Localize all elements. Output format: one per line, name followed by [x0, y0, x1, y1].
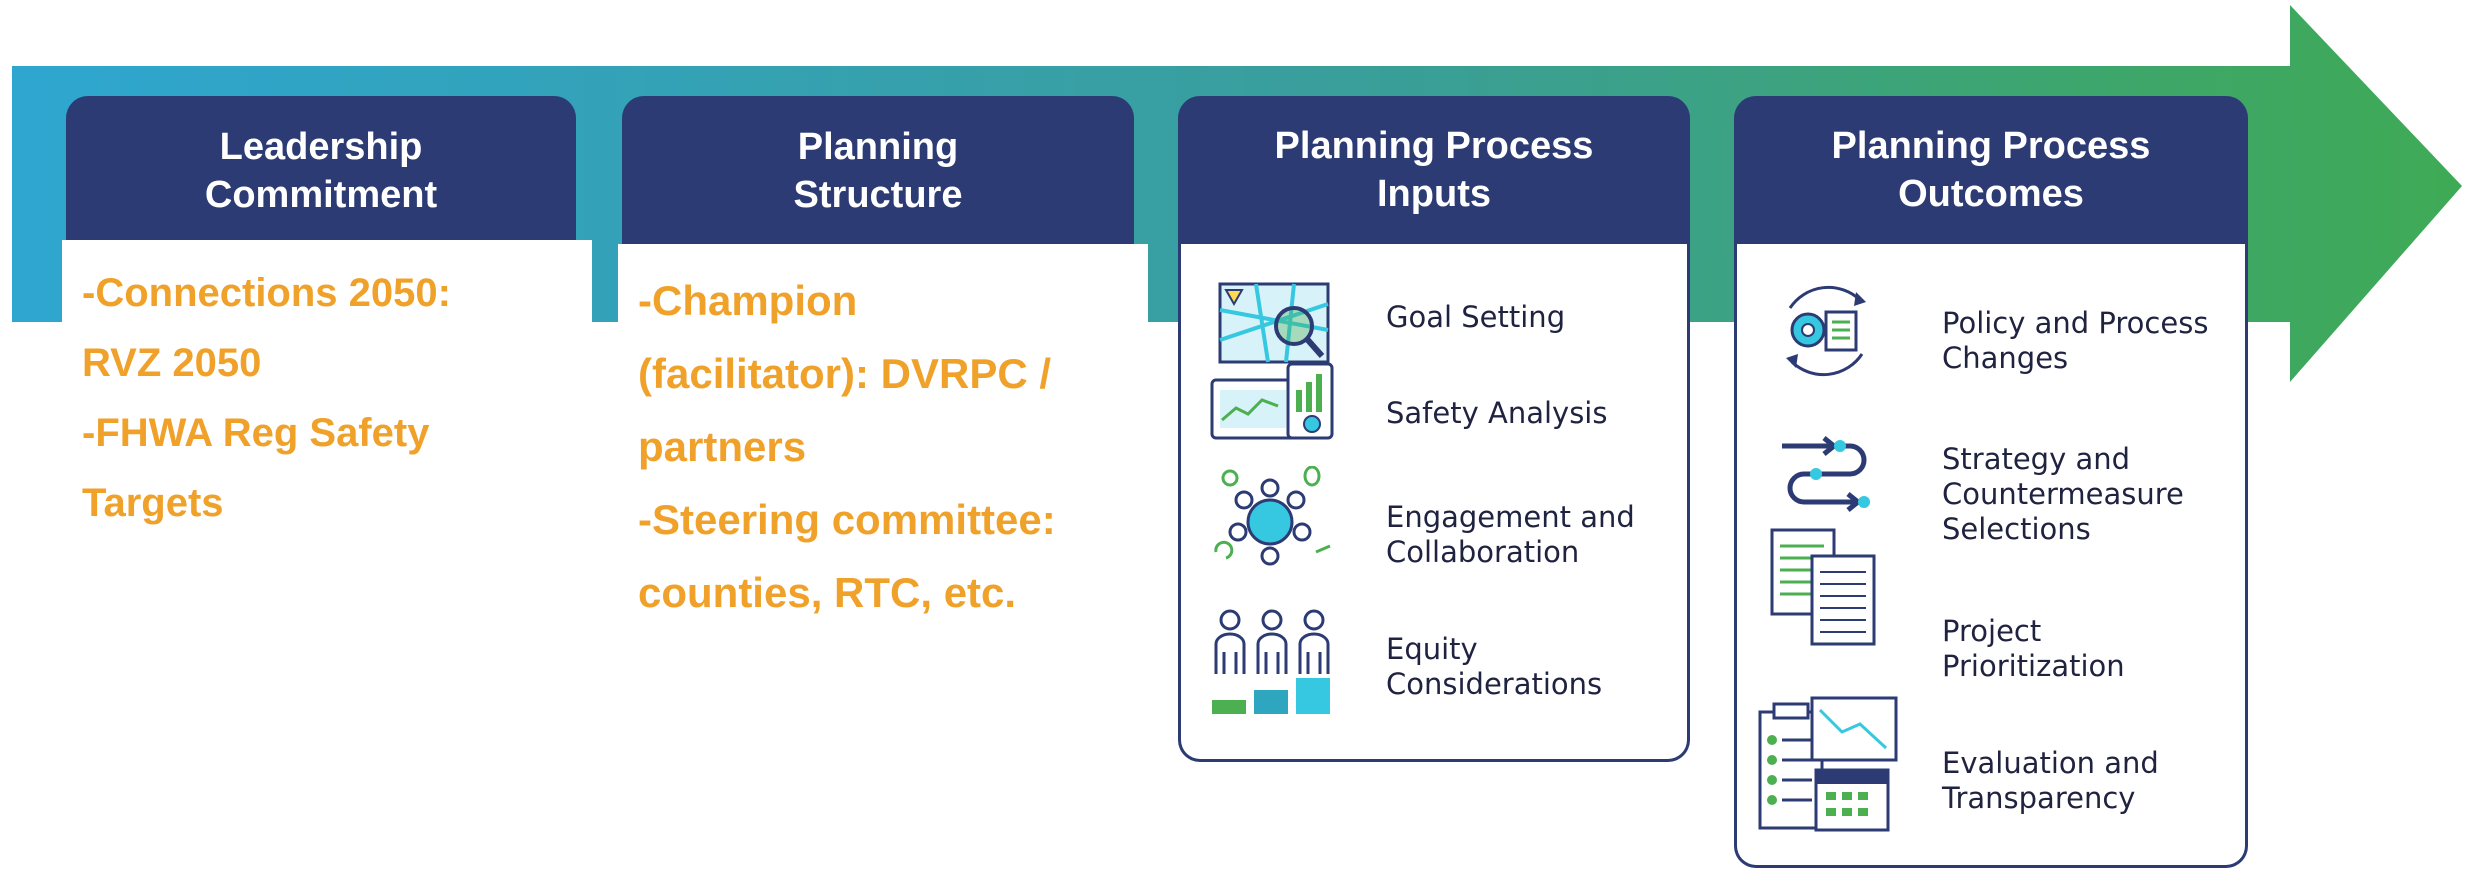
- outcome-item-prioritization: Project Prioritization: [1942, 614, 2125, 684]
- planning-structure-card: Planning Structure: [618, 96, 1148, 334]
- chart-analysis-icon: [1210, 362, 1334, 440]
- leadership-commitment-notes: -Connections 2050: RVZ 2050 -FHWA Reg Sa…: [82, 258, 451, 538]
- people-equity-icon: [1212, 609, 1330, 714]
- input-item-engagement: Engagement and Collaboration: [1386, 500, 1635, 570]
- planning-structure-header: Planning Structure: [622, 96, 1134, 246]
- outcome-item-strategy: Strategy and Countermeasure Selections: [1942, 442, 2184, 547]
- map-search-icon: [1218, 282, 1330, 364]
- header-line: Structure: [793, 174, 963, 216]
- item-label: Selections: [1942, 512, 2091, 546]
- note-line: -Connections 2050:: [82, 271, 451, 315]
- leadership-commitment-card: Leadership Commitment: [62, 96, 592, 330]
- item-label: Collaboration: [1386, 535, 1580, 569]
- outcome-item-evaluation: Evaluation and Transparency: [1942, 746, 2159, 816]
- item-label: Changes: [1942, 341, 2069, 375]
- documents-stack-icon: [1770, 528, 1876, 646]
- header-line: Inputs: [1377, 173, 1491, 215]
- note-line: partners: [638, 423, 807, 470]
- checklist-monitor-calendar-icon: [1758, 696, 1898, 832]
- strategy-arrows-icon: [1782, 436, 1870, 512]
- item-label: Evaluation and: [1942, 746, 2159, 780]
- header-line: Commitment: [204, 174, 438, 216]
- note-line: Targets: [82, 481, 224, 525]
- item-label: Transparency: [1942, 781, 2136, 815]
- planning-structure-body: [618, 244, 1148, 334]
- note-line: -FHWA Reg Safety: [82, 411, 430, 455]
- input-item-equity: Equity Considerations: [1386, 632, 1602, 702]
- header-line: Leadership: [219, 126, 423, 168]
- planning-inputs-header: Planning Process Inputs: [1178, 96, 1690, 244]
- outcome-item-policy: Policy and Process Changes: [1942, 306, 2208, 376]
- item-label: Countermeasure: [1942, 477, 2184, 511]
- item-label: Goal Setting: [1386, 300, 1566, 334]
- planning-inputs-card: Planning Process Inputs Goal Setting Saf…: [1178, 96, 1690, 762]
- planning-outcomes-header: Planning Process Outcomes: [1734, 96, 2248, 244]
- header-line: Planning: [797, 126, 959, 168]
- team-collaboration-icon: [1214, 466, 1331, 566]
- note-line: RVZ 2050: [82, 341, 262, 385]
- note-line: -Champion: [638, 277, 858, 324]
- item-label: Policy and Process: [1942, 306, 2209, 340]
- gear-document-cycle-icon: [1786, 285, 1866, 377]
- note-line: -Steering committee:: [638, 496, 1056, 543]
- leadership-commitment-body: [62, 240, 592, 330]
- note-line: counties, RTC, etc.: [638, 569, 1017, 616]
- item-label: Safety Analysis: [1386, 396, 1608, 430]
- item-label: Considerations: [1386, 667, 1603, 701]
- header-line: Planning Process: [1274, 125, 1594, 167]
- item-label: Project: [1942, 614, 2042, 648]
- item-label: Strategy and: [1942, 442, 2131, 476]
- header-line: Outcomes: [1898, 173, 2084, 215]
- note-line: (facilitator): DVRPC /: [638, 350, 1052, 397]
- item-label: Engagement and: [1386, 500, 1635, 534]
- planning-structure-notes: -Champion (facilitator): DVRPC / partner…: [638, 264, 1056, 629]
- planning-outcomes-card: Planning Process Outcomes Policy and Pro…: [1734, 96, 2248, 868]
- input-item-goal-setting: Goal Setting: [1386, 300, 1565, 335]
- leadership-commitment-header: Leadership Commitment: [66, 96, 576, 246]
- input-item-safety-analysis: Safety Analysis: [1386, 396, 1607, 431]
- header-line: Planning Process: [1831, 125, 2151, 167]
- item-label: Equity: [1386, 632, 1478, 666]
- item-label: Prioritization: [1942, 649, 2125, 683]
